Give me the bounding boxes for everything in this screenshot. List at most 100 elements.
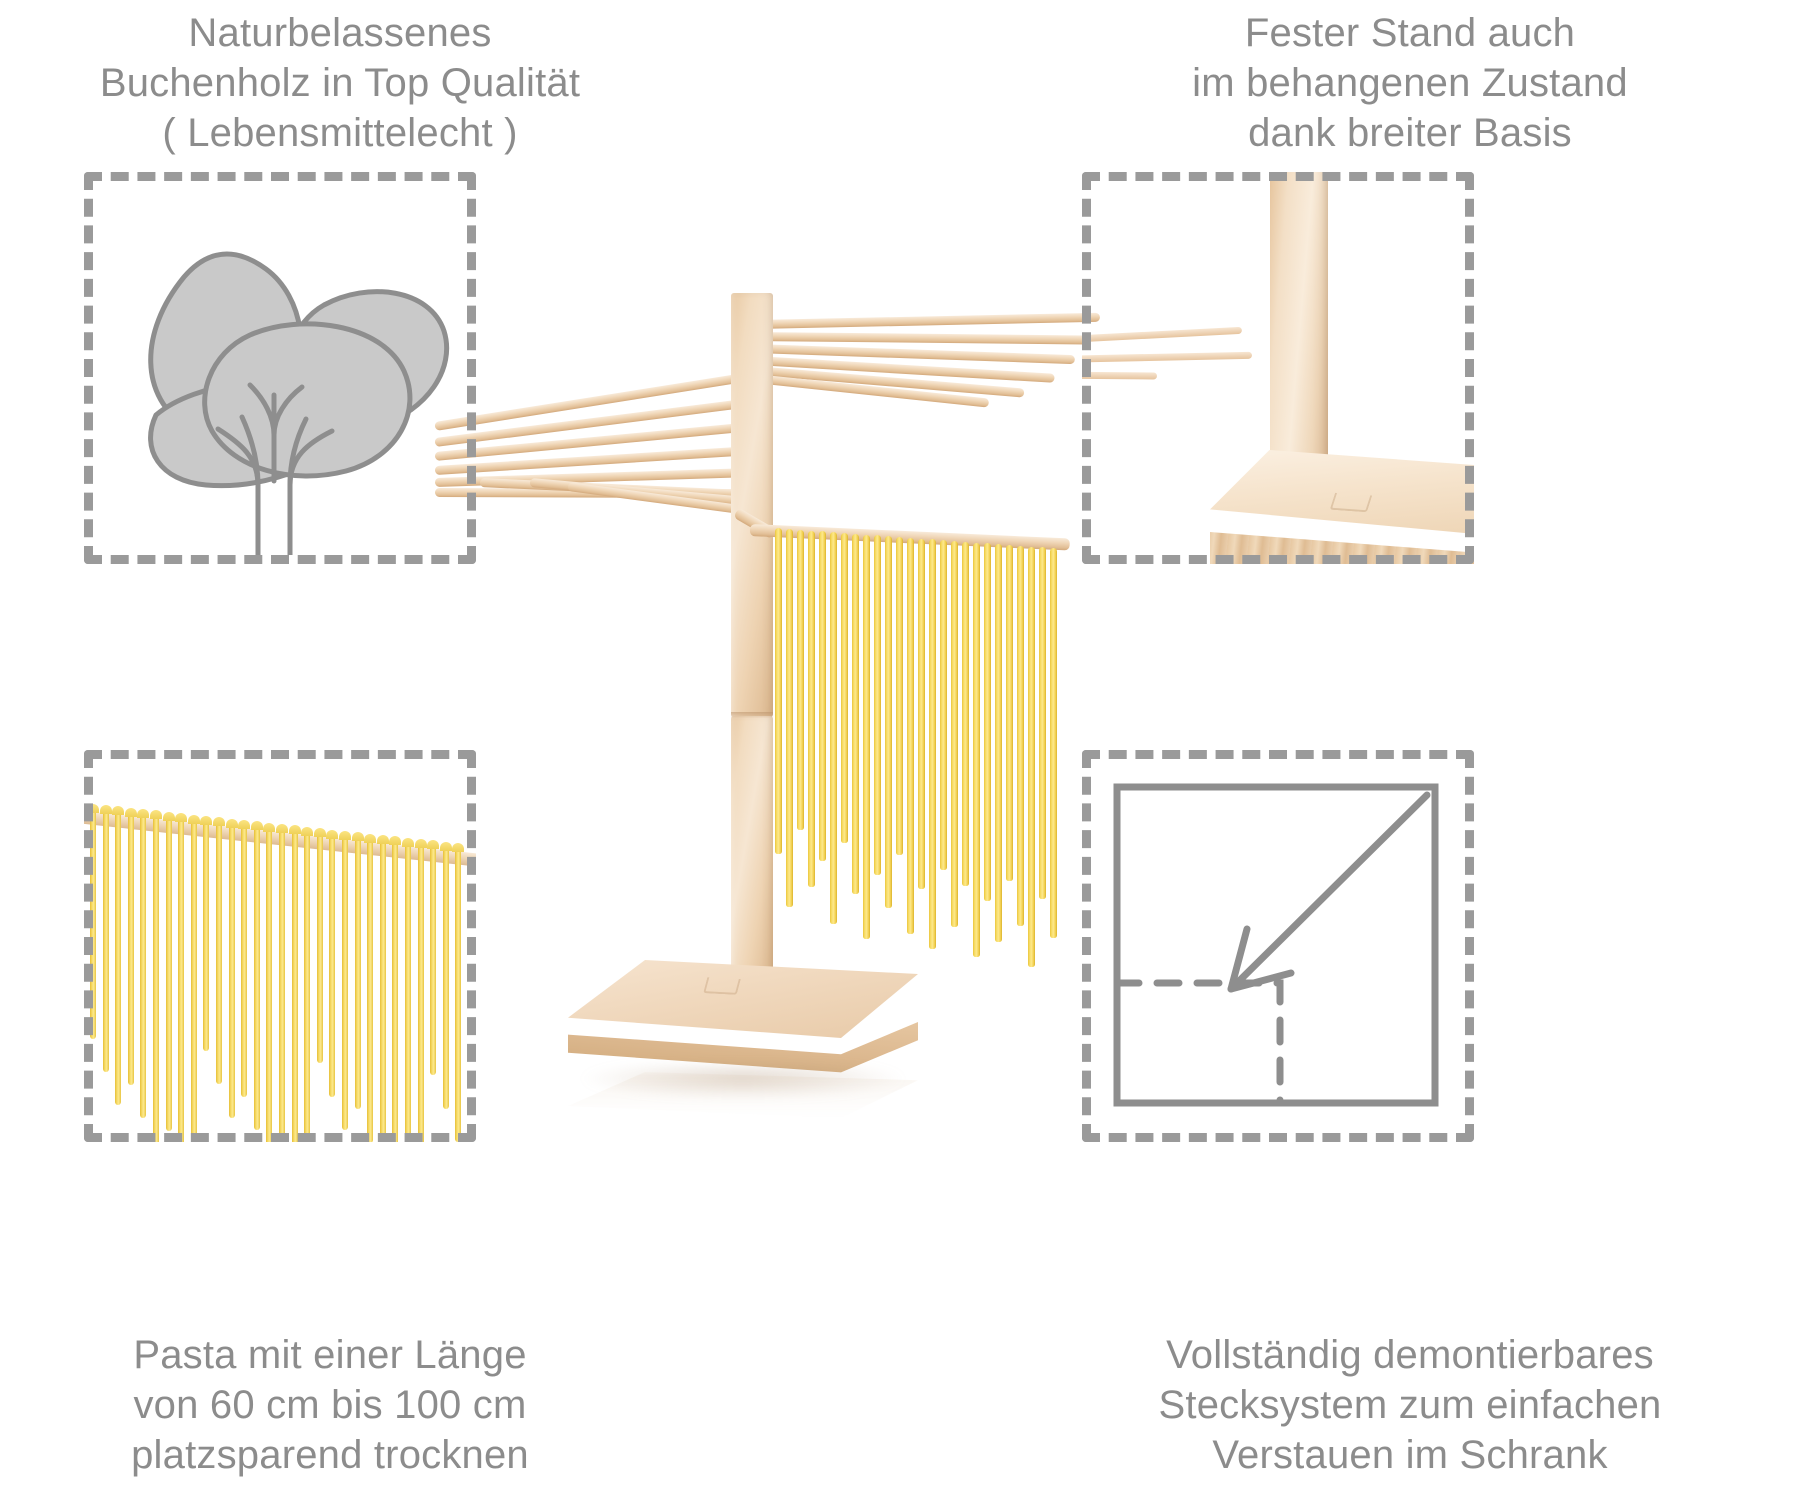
pasta-strand	[962, 542, 969, 886]
caption-stability: Fester Stand auch im behangenen Zustand …	[1192, 11, 1628, 155]
pasta-strand	[995, 544, 1002, 942]
pasta-strand	[951, 541, 958, 927]
pasta-strand	[405, 842, 411, 1142]
pasta-strand	[379, 839, 386, 1142]
pasta-strand	[973, 543, 980, 957]
inner-dashed-square	[1113, 979, 1284, 1107]
pasta-fold	[414, 839, 427, 849]
pasta-fold	[213, 817, 225, 827]
pasta-strand	[417, 844, 424, 1142]
pasta-strand	[929, 539, 936, 949]
pasta-strand	[984, 543, 991, 901]
pasta-strand	[354, 837, 361, 1110]
pasta-strand	[153, 815, 159, 1142]
rack-base-top	[568, 960, 918, 1038]
pasta-strand	[316, 833, 323, 1064]
dowel-arm	[754, 332, 1091, 345]
pasta-strand	[253, 826, 260, 1131]
pasta-strand	[907, 538, 914, 934]
pasta-fold	[364, 833, 377, 843]
arrow-shaft	[1227, 791, 1431, 993]
pasta-strand	[203, 820, 210, 1051]
pasta-fold	[313, 828, 326, 838]
pasta-fold	[238, 819, 251, 829]
feature-box-pasta-length	[84, 750, 476, 1142]
pasta-strand	[304, 831, 311, 1142]
pasta-strand	[329, 834, 336, 1097]
pasta-fold	[389, 836, 402, 846]
caption-disassembly: Vollständig demontierbares Stecksystem z…	[1158, 1333, 1662, 1477]
feature-box-material	[84, 172, 476, 564]
caption-material: Naturbelassenes Buchenholz in Top Qualit…	[99, 11, 581, 155]
pasta-strand	[830, 532, 837, 924]
pasta-fold	[427, 840, 440, 850]
pasta-strand	[291, 830, 298, 1142]
pasta-strand	[1028, 547, 1035, 967]
feature-box-disassembly	[1082, 750, 1474, 1142]
brand-logo-mark	[703, 977, 741, 995]
post-joint	[731, 712, 773, 718]
pasta-fold	[376, 834, 389, 844]
pasta-strand	[165, 816, 172, 1131]
pasta-fold	[137, 809, 150, 819]
feature-box-stability	[1082, 172, 1474, 564]
pasta-fold	[162, 811, 175, 821]
pasta-strand	[797, 530, 804, 830]
pasta-strand	[90, 808, 96, 1039]
pasta-strand	[918, 539, 925, 889]
pasta-strand	[1039, 547, 1046, 899]
stability-photo-crop	[1082, 172, 1474, 564]
pasta-strand	[279, 829, 285, 1142]
pasta-strand	[808, 531, 815, 887]
pasta-fold	[99, 805, 112, 814]
pasta-fold	[250, 821, 263, 831]
pasta-strand	[115, 811, 122, 1106]
pasta-strand	[874, 535, 881, 875]
pasta-strand	[885, 536, 892, 908]
pasta-strand	[1017, 546, 1024, 926]
pasta-fold	[326, 829, 339, 839]
pasta-fold	[263, 822, 276, 832]
pasta-fold	[124, 807, 137, 817]
pasta-curtain	[84, 750, 476, 1142]
shrink-to-box-icon	[1105, 775, 1450, 1115]
pasta-fold	[112, 806, 125, 816]
pasta-strand	[786, 529, 793, 907]
arrow-head	[1227, 925, 1295, 993]
pasta-strand	[140, 814, 147, 1119]
pasta-strand	[178, 818, 185, 1142]
pasta-fold	[225, 818, 238, 828]
pasta-strand	[863, 535, 870, 939]
tree-icon	[100, 185, 460, 558]
pasta-strand	[241, 824, 248, 1097]
pasta-fold	[351, 832, 364, 842]
pasta-strand	[775, 528, 782, 854]
pasta-fold	[187, 814, 200, 824]
pasta-fold	[402, 837, 414, 847]
pasta-strand	[190, 819, 197, 1142]
pasta-strand	[342, 835, 348, 1130]
pasta-strand	[102, 810, 109, 1072]
rack-post-upper	[731, 293, 773, 717]
pasta-fold	[87, 803, 99, 813]
pasta-fold	[339, 830, 351, 840]
pasta-strand	[367, 838, 374, 1142]
caption-pasta-length: Pasta mit einer Länge von 60 cm bis 100 …	[131, 1333, 529, 1477]
pasta-fold	[200, 815, 213, 825]
base-shadow	[578, 1065, 908, 1099]
pasta-fold	[175, 813, 188, 823]
pasta-strand	[1006, 545, 1013, 881]
pasta-strand	[841, 533, 848, 843]
pasta-strand	[852, 534, 859, 894]
rack-post-lower	[731, 716, 773, 978]
pasta-fold	[288, 825, 301, 835]
pasta-strand	[228, 823, 235, 1118]
pasta-fold	[150, 810, 162, 820]
pasta-strand	[216, 822, 222, 1085]
pasta-strand	[127, 812, 134, 1085]
dowel-arm	[754, 312, 1101, 329]
pasta-strand	[896, 537, 903, 855]
pasta-strand	[266, 827, 273, 1142]
pasta-strand	[819, 531, 826, 861]
